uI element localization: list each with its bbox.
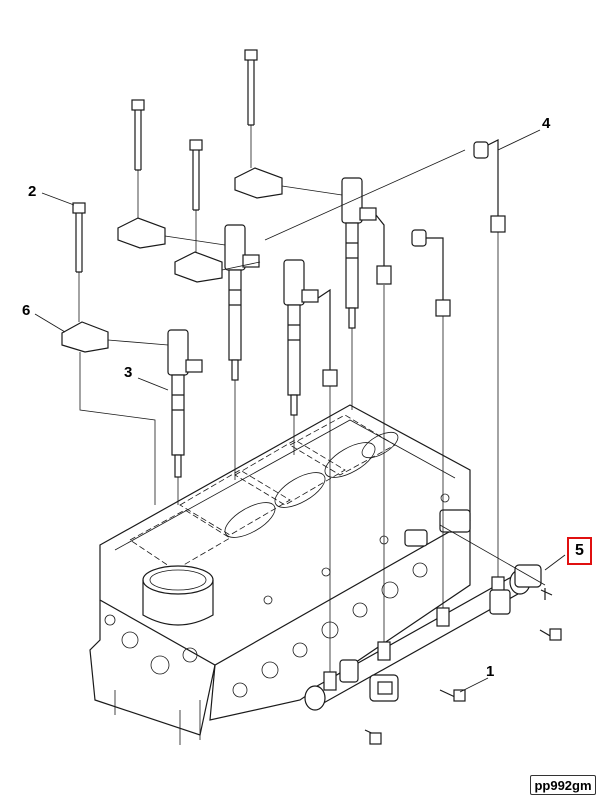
callout-3: 3 [124,364,133,381]
rail-bolts [364,628,562,745]
injector-4 [341,177,377,329]
callout-4: 4 [542,115,551,132]
injector-2 [224,224,260,381]
injectors [167,177,377,505]
callout-6: 6 [22,302,31,319]
callout-2: 2 [28,183,37,200]
injector-clamps [61,167,283,353]
assembly-guide-lines [79,149,546,586]
callout-leaders [34,129,566,693]
reference-code: pp992gm [530,775,596,795]
clamp-bolts [72,49,258,322]
injector-3 [283,259,319,416]
high-pressure-pipes [317,139,506,387]
injector-1 [167,329,203,478]
callout-5-highlighted: 5 [567,537,592,565]
cylinder-head [89,404,471,745]
fuel-rail [304,232,553,711]
callout-1: 1 [486,663,495,680]
